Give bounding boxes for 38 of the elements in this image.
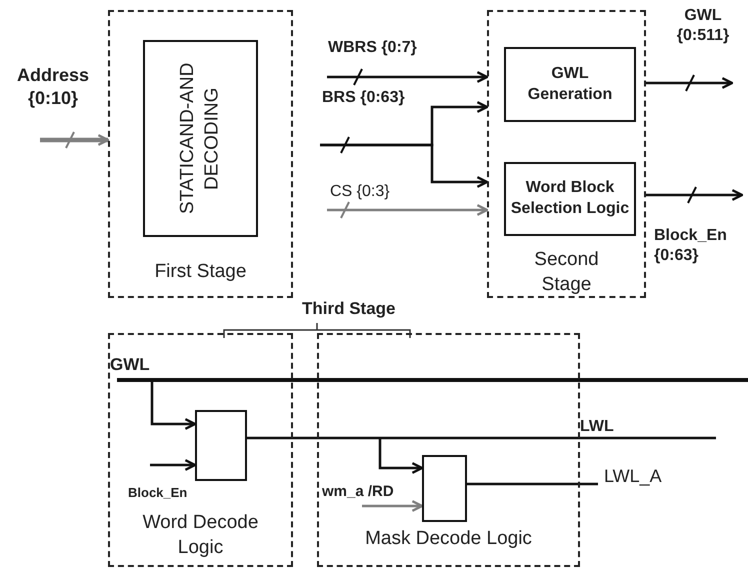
stage-title: First Stage (154, 260, 248, 284)
signal-arrow (40, 134, 110, 146)
block-label: STATICAND-AND DECODING (176, 62, 224, 216)
signal-arrow (150, 459, 196, 471)
signal-label: Block_En {0:63} (654, 226, 728, 266)
logic-block (504, 47, 636, 122)
stage-title: Mask Decode Logic (364, 527, 533, 551)
signal-label: LWL (580, 417, 614, 437)
logic-gate-box (195, 410, 247, 481)
signal-label: WBRS {0:7} (328, 38, 417, 58)
signal-arrow (646, 77, 734, 89)
signal-arrow (327, 71, 488, 83)
signal-arrow (378, 439, 424, 474)
signal-label: CS {0:3} (330, 182, 390, 202)
stage-title: Third Stage (302, 299, 396, 319)
logic-block (504, 162, 636, 236)
decoder-block (143, 40, 258, 237)
signal-label: GWL (110, 355, 150, 375)
signal-arrow (327, 204, 488, 216)
stage-boundary (487, 10, 646, 298)
stage-title: Second Stage (533, 248, 600, 297)
block-label: GWL Generation (526, 64, 614, 104)
signal-label: BRS {0:63} (322, 88, 405, 108)
signal-label: GWL {0:511} (676, 6, 730, 46)
signal-arrow (320, 144, 488, 188)
signal-arrow (150, 381, 196, 430)
signal-label: LWL_A (604, 465, 662, 488)
signal-label: Block_En (128, 485, 188, 502)
signal-arrow (646, 189, 744, 201)
signal-arrow (362, 500, 424, 512)
signal-label: wm_a /RD (322, 483, 394, 502)
block-label: Word Block Selection Logic (510, 178, 630, 219)
stage-boundary (108, 10, 293, 298)
stage-boundary (108, 333, 293, 567)
stage-title: Word Decode Logic (142, 511, 260, 560)
logic-gate-box (422, 455, 467, 522)
signal-label: Address {0:10} (16, 64, 90, 109)
stage-boundary (317, 333, 580, 567)
